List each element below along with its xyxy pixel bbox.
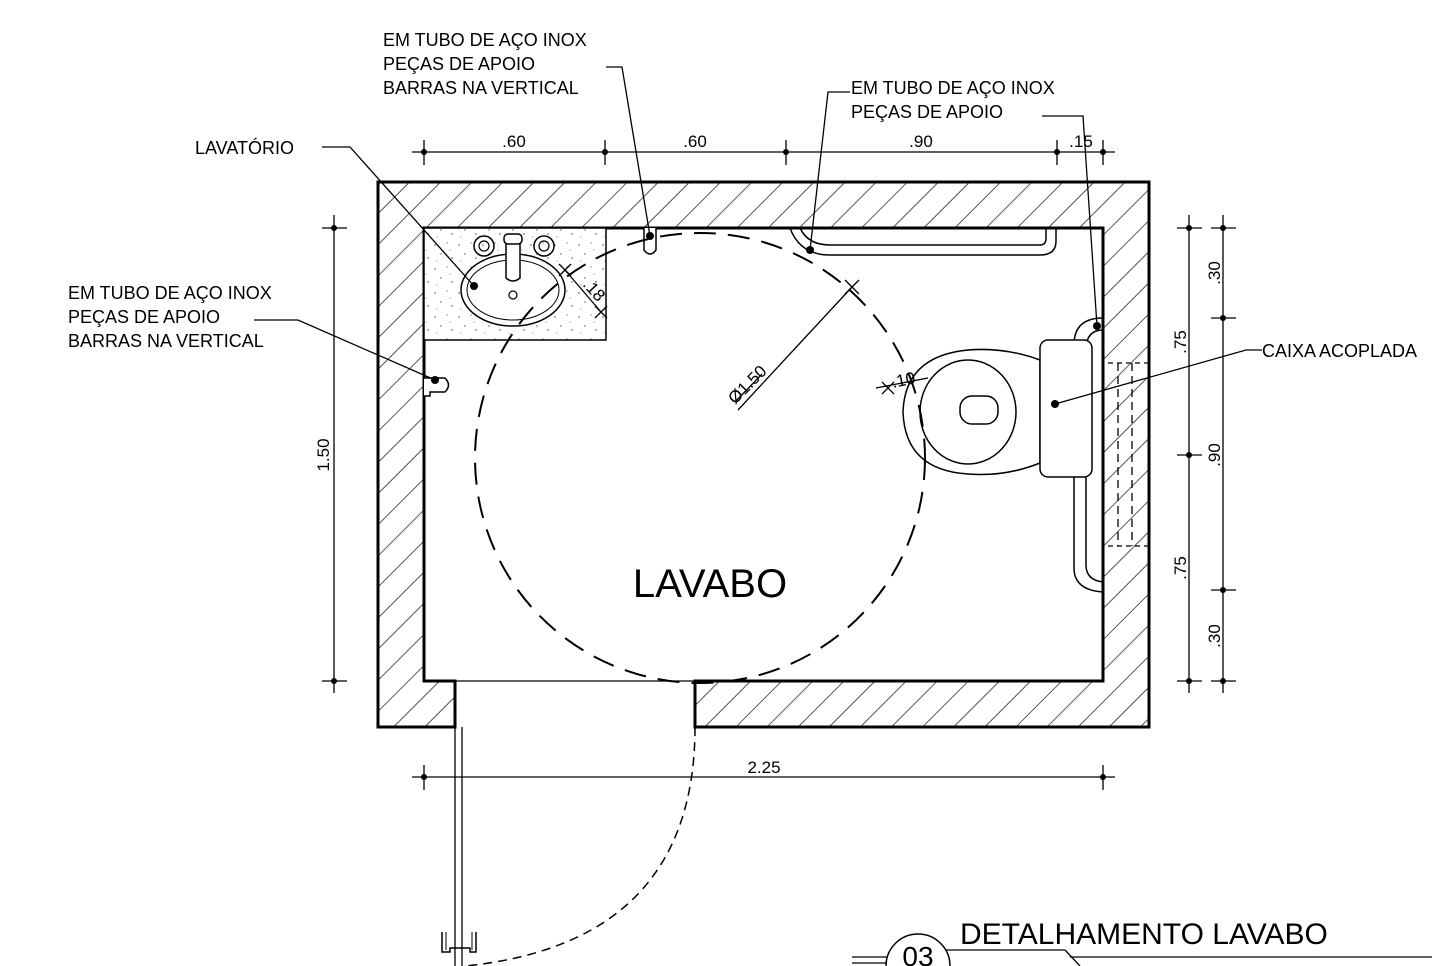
- turning-circle-dimension: Ø1.50: [724, 362, 770, 408]
- turning-circle-radius-line: [737, 286, 853, 411]
- sink-countertop: [423, 227, 607, 341]
- callout-bars-left-line-1: EM TUBO DE AÇO INOX: [68, 283, 272, 303]
- toilet-offset-dimension: [875, 377, 929, 395]
- toilet: [902, 339, 1148, 547]
- left-dimension-line: [322, 215, 347, 693]
- callout-bars-top-line-1: EM TUBO DE AÇO INOX: [383, 30, 587, 50]
- callout-tank: CAIXA ACOPLADA: [1262, 341, 1417, 361]
- top-dimension-line: [412, 140, 1115, 165]
- right-outer-dimension-1: .30: [1205, 261, 1224, 285]
- leader-bars-top: [606, 66, 651, 237]
- room-name: LAVABO: [633, 562, 787, 606]
- turning-circle-tick: [844, 279, 860, 295]
- right-inner-dimension-2: .75: [1171, 556, 1190, 580]
- right-inner-dimension-1: .75: [1171, 330, 1190, 354]
- right-outer-dimension-3: .30: [1205, 624, 1224, 648]
- left-dimension: 1.50: [314, 438, 333, 471]
- grab-bar-top-right: [789, 227, 1057, 256]
- callout-sink: LAVATÓRIO: [195, 137, 294, 158]
- callout-bars-right-line-2: PEÇAS DE APOIO: [851, 102, 1003, 122]
- top-dimension-1: .60: [502, 132, 526, 151]
- turning-circle: [474, 232, 926, 684]
- leader-bars-top-right: [809, 91, 850, 251]
- right-outer-dimension-2: .90: [1205, 443, 1224, 467]
- door: [441, 726, 696, 966]
- title-text: DETALHAMENTO LAVABO: [960, 918, 1328, 951]
- sink-offset-dimension: [558, 263, 608, 319]
- leader-tank: [1054, 349, 1262, 405]
- top-dimension-2: .60: [683, 132, 707, 151]
- right-inner-dimension-line: [1177, 215, 1202, 693]
- title-block: [852, 933, 1432, 966]
- callout-bars-right-line-1: EM TUBO DE AÇO INOX: [851, 78, 1055, 98]
- right-outer-dimension-line: [1211, 215, 1236, 693]
- leader-bars-right-wall: [1042, 115, 1098, 327]
- title-number: 03: [902, 941, 933, 966]
- bottom-dimension-line: [412, 765, 1115, 790]
- leader-sink: [322, 146, 475, 287]
- callout-bars-left-line-2: PEÇAS DE APOIO: [68, 307, 220, 327]
- grab-bar-vertical-left: [424, 377, 450, 397]
- leader-bars-left: [254, 319, 436, 381]
- callout-bars-top-line-2: PEÇAS DE APOIO: [383, 54, 535, 74]
- callout-bars-left-line-3: BARRAS NA VERTICAL: [68, 331, 264, 351]
- callout-bars-top-line-3: BARRAS NA VERTICAL: [383, 78, 579, 98]
- top-dimension-3: .90: [909, 132, 933, 151]
- toilet-offset-label: .10: [890, 368, 917, 391]
- bottom-dimension: 2.25: [747, 758, 780, 777]
- grab-bar-vertical-top: [643, 228, 657, 255]
- top-dimension-4: .15: [1069, 132, 1093, 151]
